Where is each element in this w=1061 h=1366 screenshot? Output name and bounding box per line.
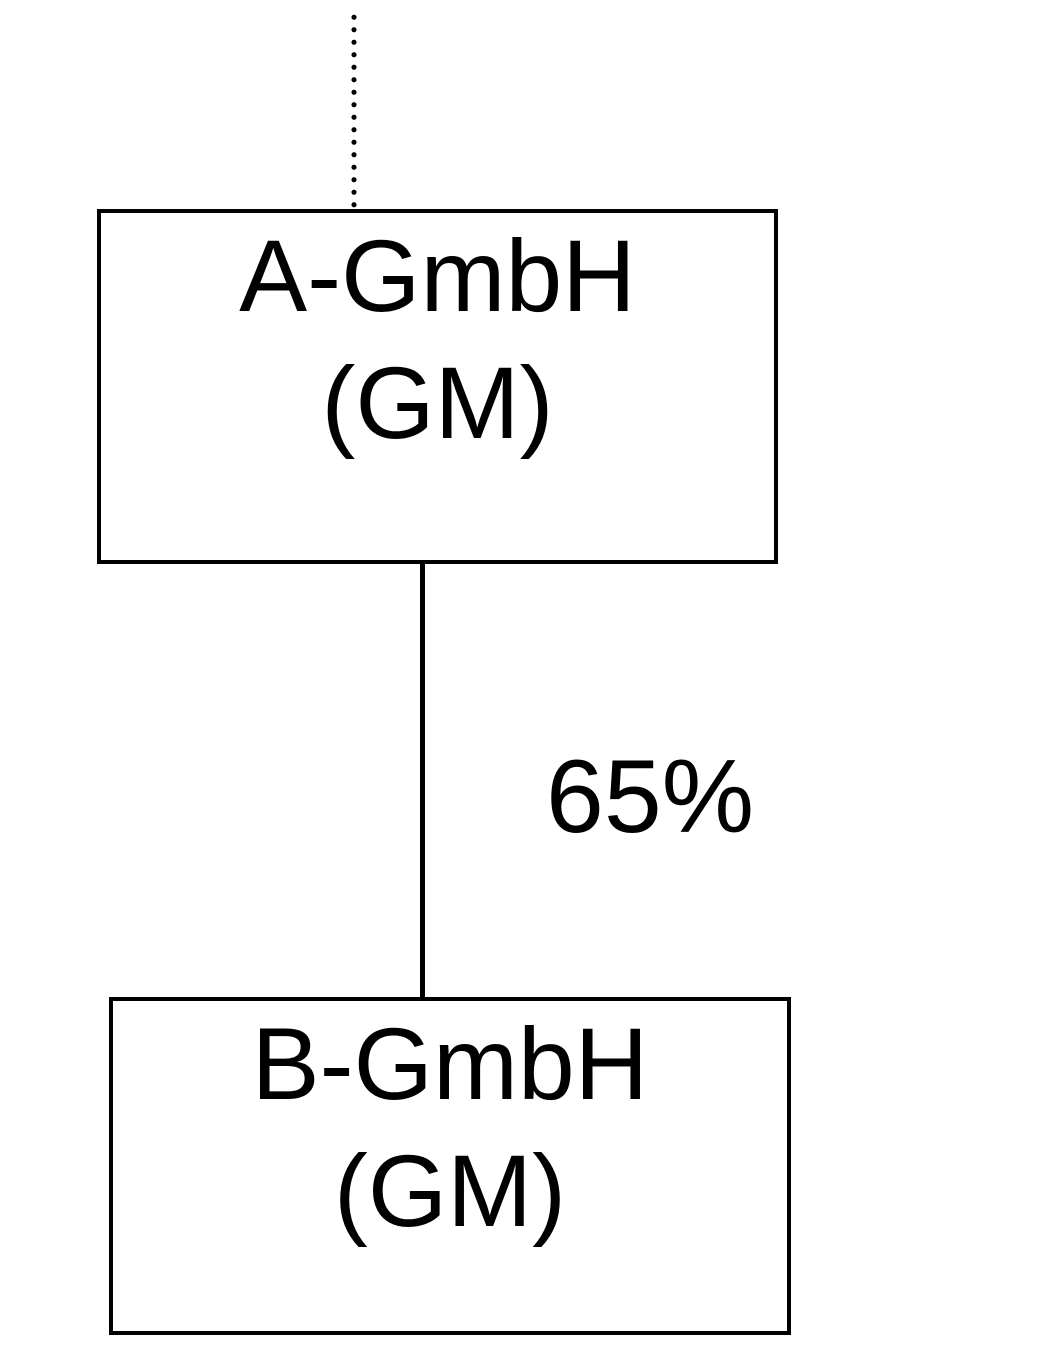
node-b-title: B-GmbH bbox=[251, 1007, 649, 1121]
ownership-percentage-label: 65% bbox=[546, 739, 755, 855]
node-a-title: A-GmbH bbox=[239, 219, 636, 333]
dotted-connector-line bbox=[351, 11, 357, 209]
node-b-gmbh: B-GmbH (GM) bbox=[109, 997, 791, 1335]
ownership-connector-line bbox=[420, 563, 425, 998]
node-a-subtitle: (GM) bbox=[321, 346, 554, 460]
node-a-gmbh: A-GmbH (GM) bbox=[97, 209, 778, 564]
node-b-subtitle: (GM) bbox=[333, 1134, 567, 1248]
